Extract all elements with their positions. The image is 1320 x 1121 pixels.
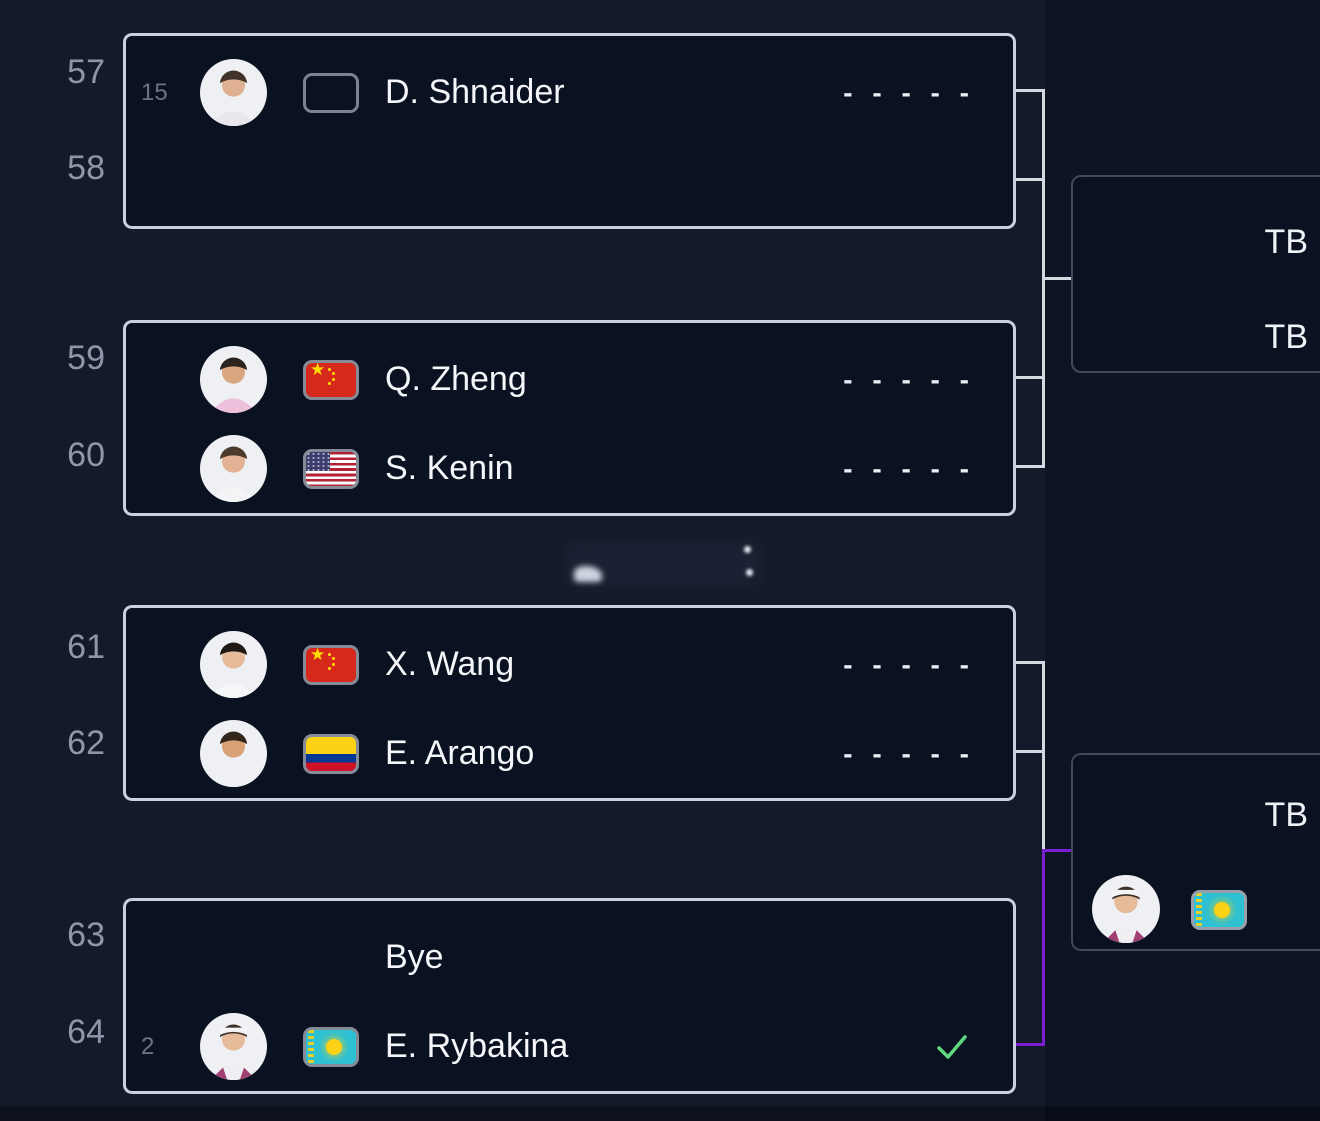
flag-china-icon [303, 359, 359, 400]
connector-row62 [1016, 750, 1045, 753]
player-avatar [200, 346, 267, 413]
match-card-61-62[interactable]: X. Wang - - - - - E. Arango - - - - - [123, 605, 1016, 801]
player-name: E. Rybakina [385, 1027, 569, 1065]
connector-row57 [1016, 89, 1045, 92]
player-row[interactable]: 2 E. Rybakina [126, 1002, 1013, 1091]
seed-label: 2 [141, 1032, 155, 1060]
player-row[interactable]: X. Wang - - - - - [126, 620, 1013, 709]
match-number-64: 64 [67, 1013, 105, 1051]
winner-check-icon [935, 1033, 969, 1061]
player-row[interactable]: S. Kenin - - - - - [126, 424, 1013, 513]
flag-colombia-icon [303, 733, 359, 774]
player-row[interactable]: Q. Zheng - - - - - [126, 335, 1013, 424]
tb-slot-label: TB [1264, 318, 1308, 356]
match-card-59-60[interactable]: Q. Zheng - - - - - S. Kenin - - - - - [123, 320, 1016, 516]
player-avatar [200, 720, 267, 787]
qualified-player-avatar [1092, 875, 1160, 943]
score-placeholder: - - - - - [843, 648, 975, 680]
player-name: D. Shnaider [385, 73, 565, 111]
connector-to-qualifier-upper [1042, 277, 1073, 280]
player-row[interactable]: E. Arango - - - - - [126, 709, 1013, 798]
empty-row [126, 137, 1013, 226]
connector-row60 [1016, 465, 1045, 468]
bye-row[interactable]: Bye [126, 913, 1013, 1002]
flag-kazakhstan-icon [1191, 890, 1247, 930]
tb-slot-label: TB [1264, 223, 1308, 261]
score-placeholder: - - - - - [843, 737, 975, 769]
match-number-61: 61 [67, 628, 105, 666]
match-number-63: 63 [67, 916, 105, 954]
blurred-watermark [558, 538, 773, 596]
score-placeholder: - - - - - [843, 452, 975, 484]
winner-connector-to-qualifier [1042, 849, 1073, 852]
player-avatar [200, 631, 267, 698]
connector-row59 [1016, 376, 1045, 379]
flag-empty-icon [303, 72, 359, 113]
connector-row61 [1016, 661, 1045, 664]
player-avatar [200, 1013, 267, 1080]
winner-connector-vertical [1042, 849, 1045, 1046]
match-card-63-64[interactable]: Bye 2 E. Rybakina [123, 898, 1016, 1094]
match-number-57: 57 [67, 53, 105, 91]
tb-slot-label: TB [1264, 796, 1308, 834]
player-row[interactable]: 15 D. Shnaider - - - - - [126, 48, 1013, 137]
watermark-dot [744, 546, 751, 553]
score-placeholder: - - - - - [843, 363, 975, 395]
match-number-59: 59 [67, 339, 105, 377]
player-name: S. Kenin [385, 449, 514, 487]
bottom-edge-strip [0, 1106, 1320, 1121]
connector-vertical-lower [1042, 661, 1045, 851]
player-avatar [200, 435, 267, 502]
winner-connector-from-rybakina [1016, 1043, 1045, 1046]
player-name: Q. Zheng [385, 360, 527, 398]
watermark-smudge [566, 542, 761, 586]
watermark-highlight [574, 566, 602, 582]
player-avatar [200, 59, 267, 126]
score-placeholder: - - - - - [843, 76, 975, 108]
player-name: E. Arango [385, 734, 535, 772]
match-card-57-58[interactable]: 15 D. Shnaider - - - - - [123, 33, 1016, 229]
flag-usa-icon [303, 448, 359, 489]
flag-kazakhstan-icon [303, 1026, 359, 1067]
connector-row58 [1016, 178, 1045, 181]
match-number-58: 58 [67, 149, 105, 187]
watermark-dot [746, 569, 753, 576]
match-number-60: 60 [67, 436, 105, 474]
match-number-62: 62 [67, 724, 105, 762]
flag-china-icon [303, 644, 359, 685]
qualifier-card-lower[interactable]: TB [1071, 753, 1320, 951]
qualifier-card-upper[interactable]: TB TB [1071, 175, 1320, 373]
round-two-column-background [1045, 0, 1320, 1121]
player-name: X. Wang [385, 645, 515, 683]
bye-label: Bye [385, 938, 444, 976]
seed-label: 15 [141, 78, 168, 106]
